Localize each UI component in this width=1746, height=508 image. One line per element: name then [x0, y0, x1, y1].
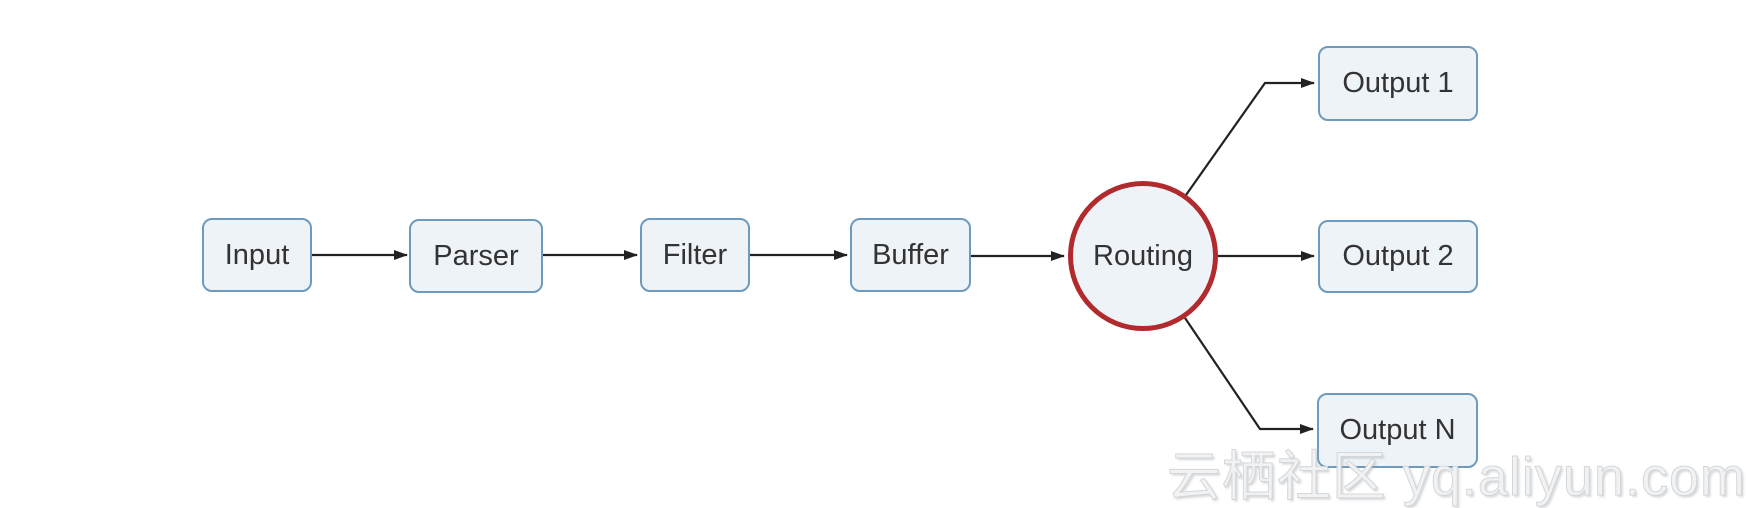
edge-routing-outputn — [1184, 317, 1314, 434]
node-output-2-label: Output 2 — [1342, 240, 1454, 272]
node-input-label: Input — [224, 238, 290, 271]
node-parser-label: Parser — [433, 239, 519, 272]
node-input: Input — [202, 218, 312, 292]
node-parser: Parser — [409, 219, 543, 293]
node-output-2: Output 2 — [1318, 220, 1478, 293]
node-routing: Routing — [1068, 181, 1218, 331]
node-output-n: Output N — [1317, 393, 1478, 468]
node-routing-label: Routing — [1093, 239, 1193, 272]
node-output-1-label: Output 1 — [1342, 67, 1454, 99]
node-buffer-label: Buffer — [872, 238, 949, 271]
node-output-1: Output 1 — [1318, 46, 1478, 121]
node-output-n-label: Output N — [1339, 414, 1456, 446]
node-buffer: Buffer — [850, 218, 971, 292]
watermark: 云栖社区 yq.aliyun.com — [1166, 447, 1746, 507]
edge-routing-output1 — [1185, 78, 1315, 196]
node-filter: Filter — [640, 218, 750, 292]
node-filter-label: Filter — [662, 238, 728, 271]
